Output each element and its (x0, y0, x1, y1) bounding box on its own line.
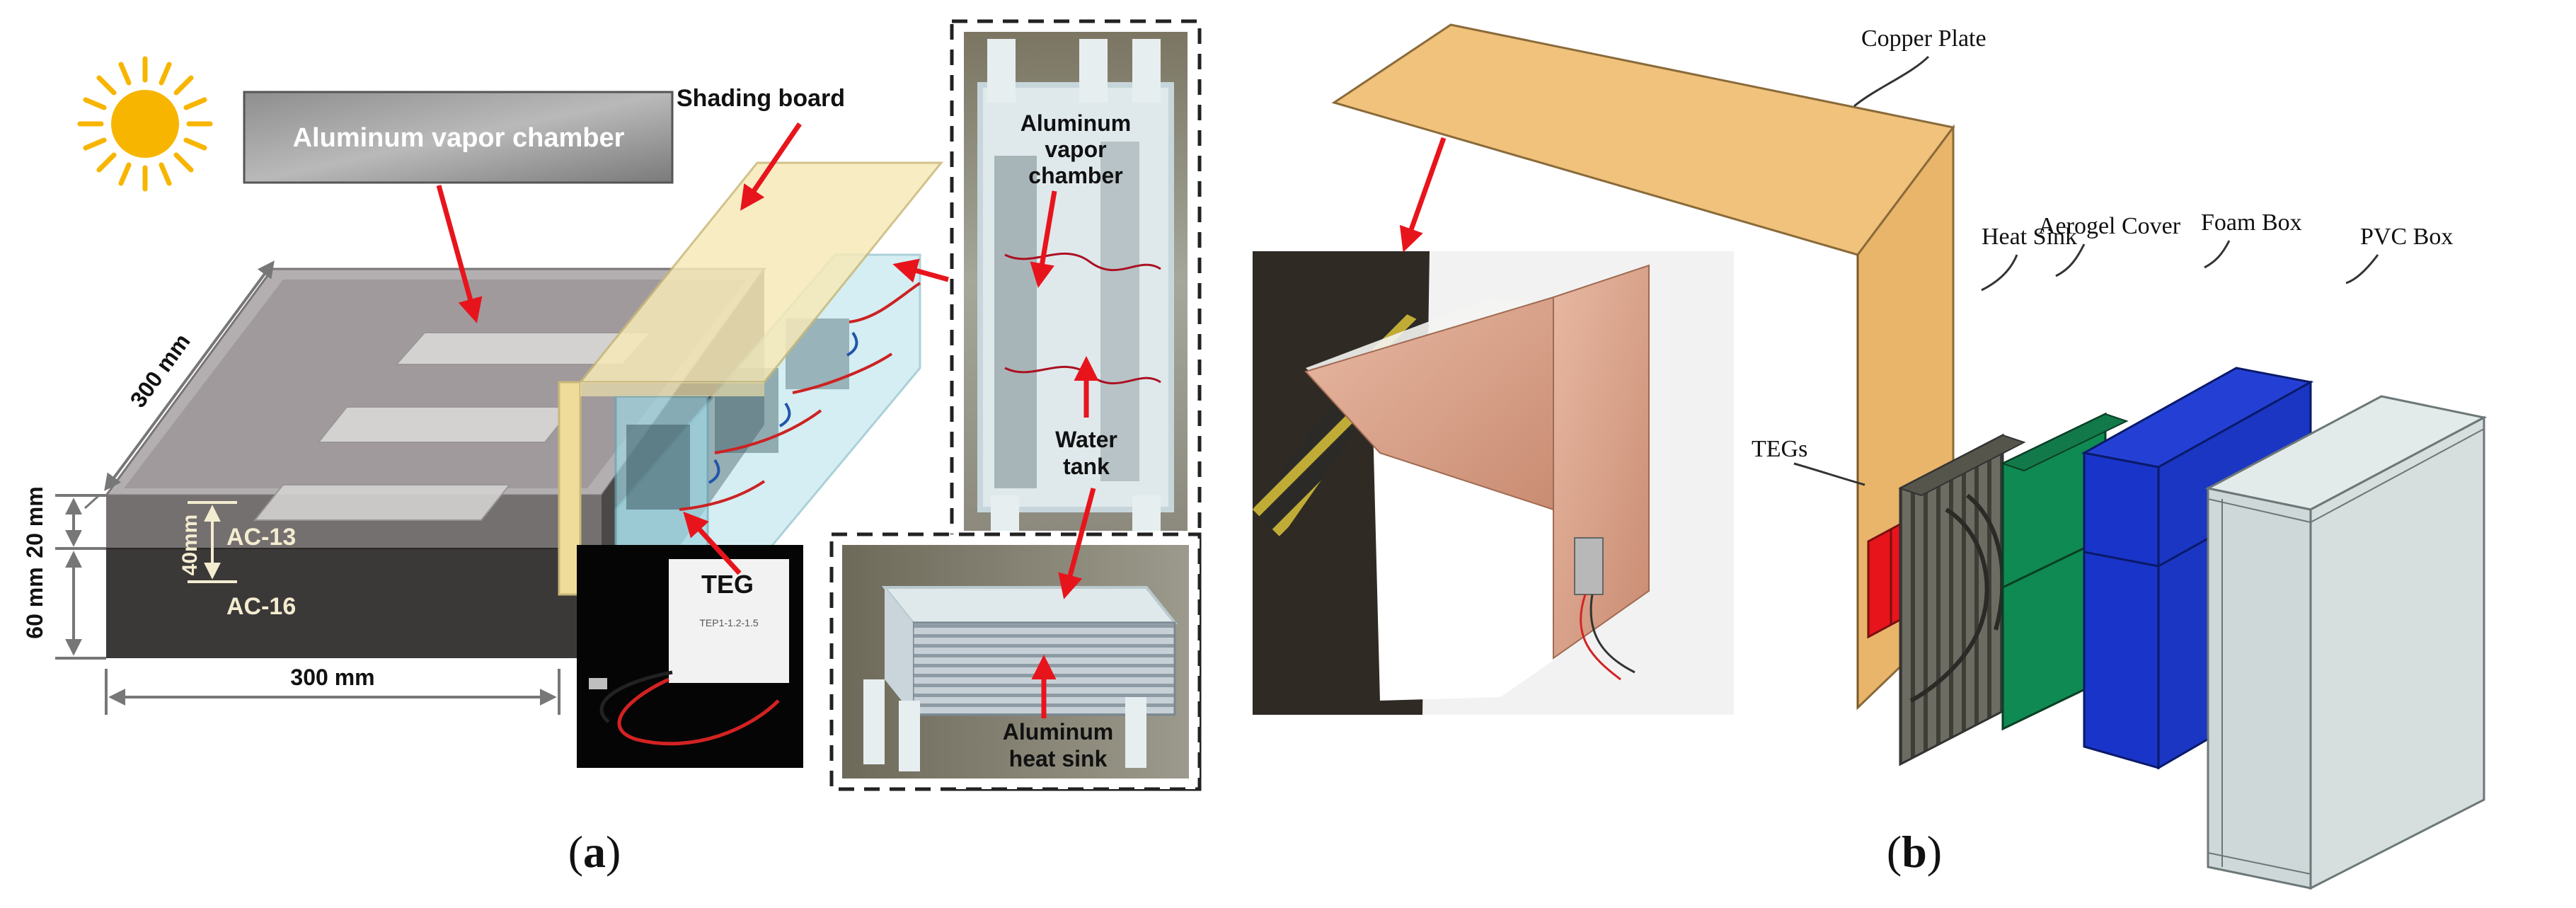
teg-photo: TEG TEP1-1.2-1.5 (577, 545, 803, 768)
copper-photo-arrow (1399, 137, 1447, 253)
panel-b: Copper Plate Heat Sink Aerogel Cover Foa… (1253, 23, 2488, 890)
aluminum-plate-photo: Aluminum vapor chamber (243, 91, 674, 184)
pvc-box-schematic (2204, 395, 2488, 890)
aerogel-cover-label: Aerogel Cover (2038, 213, 2181, 239)
caption-a: (a) (568, 827, 621, 877)
layer-ac16-label: AC-16 (226, 593, 296, 620)
sun-icon (77, 56, 213, 192)
heat-sink-schematic (1898, 433, 2026, 766)
dim-40mm: 40mm (178, 501, 237, 583)
dim-left (55, 494, 106, 660)
tegs-label: TEGs (1752, 436, 1807, 462)
copper-plate-label: Copper Plate (1861, 25, 1986, 52)
panel-a: Aluminum vapor chamber AC-13 AC-16 4 (22, 19, 1202, 877)
teg-model-label: TEP1-1.2-1.5 (699, 617, 758, 628)
heat-sink-label: Heat Sink (1982, 224, 2077, 250)
photo-chamber-label-3: chamber (1028, 163, 1122, 188)
teg-label: TEG (701, 570, 754, 599)
dim-40mm-label: 40mm (178, 515, 202, 576)
caption-b: (b) (1887, 827, 1942, 877)
dim-bottom-300: 300 mm (105, 665, 560, 715)
photo-water-label-2: tank (1063, 454, 1110, 479)
layer-ac13-label: AC-13 (226, 524, 296, 551)
photo-chamber-label-1: Aluminum (1020, 110, 1131, 136)
shading-board-label: Shading board (677, 85, 845, 112)
photo-sink-label-2: heat sink (1009, 746, 1108, 771)
dim-bottom-label: 300 mm (290, 665, 374, 690)
aluminum-plate-label: Aluminum vapor chamber (293, 123, 625, 153)
dim-60mm-label: 60 mm (22, 567, 47, 638)
copper-plate-photo (1253, 251, 1734, 715)
vapor-chamber-photo: Aluminum vapor chamber Water tank (964, 32, 1188, 531)
heat-sink-photo: Aluminum heat sink (842, 545, 1189, 778)
panel-b-leaders (1793, 55, 2379, 486)
photo-water-label-1: Water (1055, 427, 1117, 452)
foam-box-label: Foam Box (2201, 209, 2302, 236)
dim-20mm-label: 20 mm (22, 486, 47, 558)
photo-sink-label-1: Aluminum (1003, 719, 1113, 745)
pvc-box-label: PVC Box (2360, 224, 2453, 250)
panel-a-arrows (436, 122, 1099, 718)
photo-chamber-label-2: vapor (1045, 137, 1106, 162)
